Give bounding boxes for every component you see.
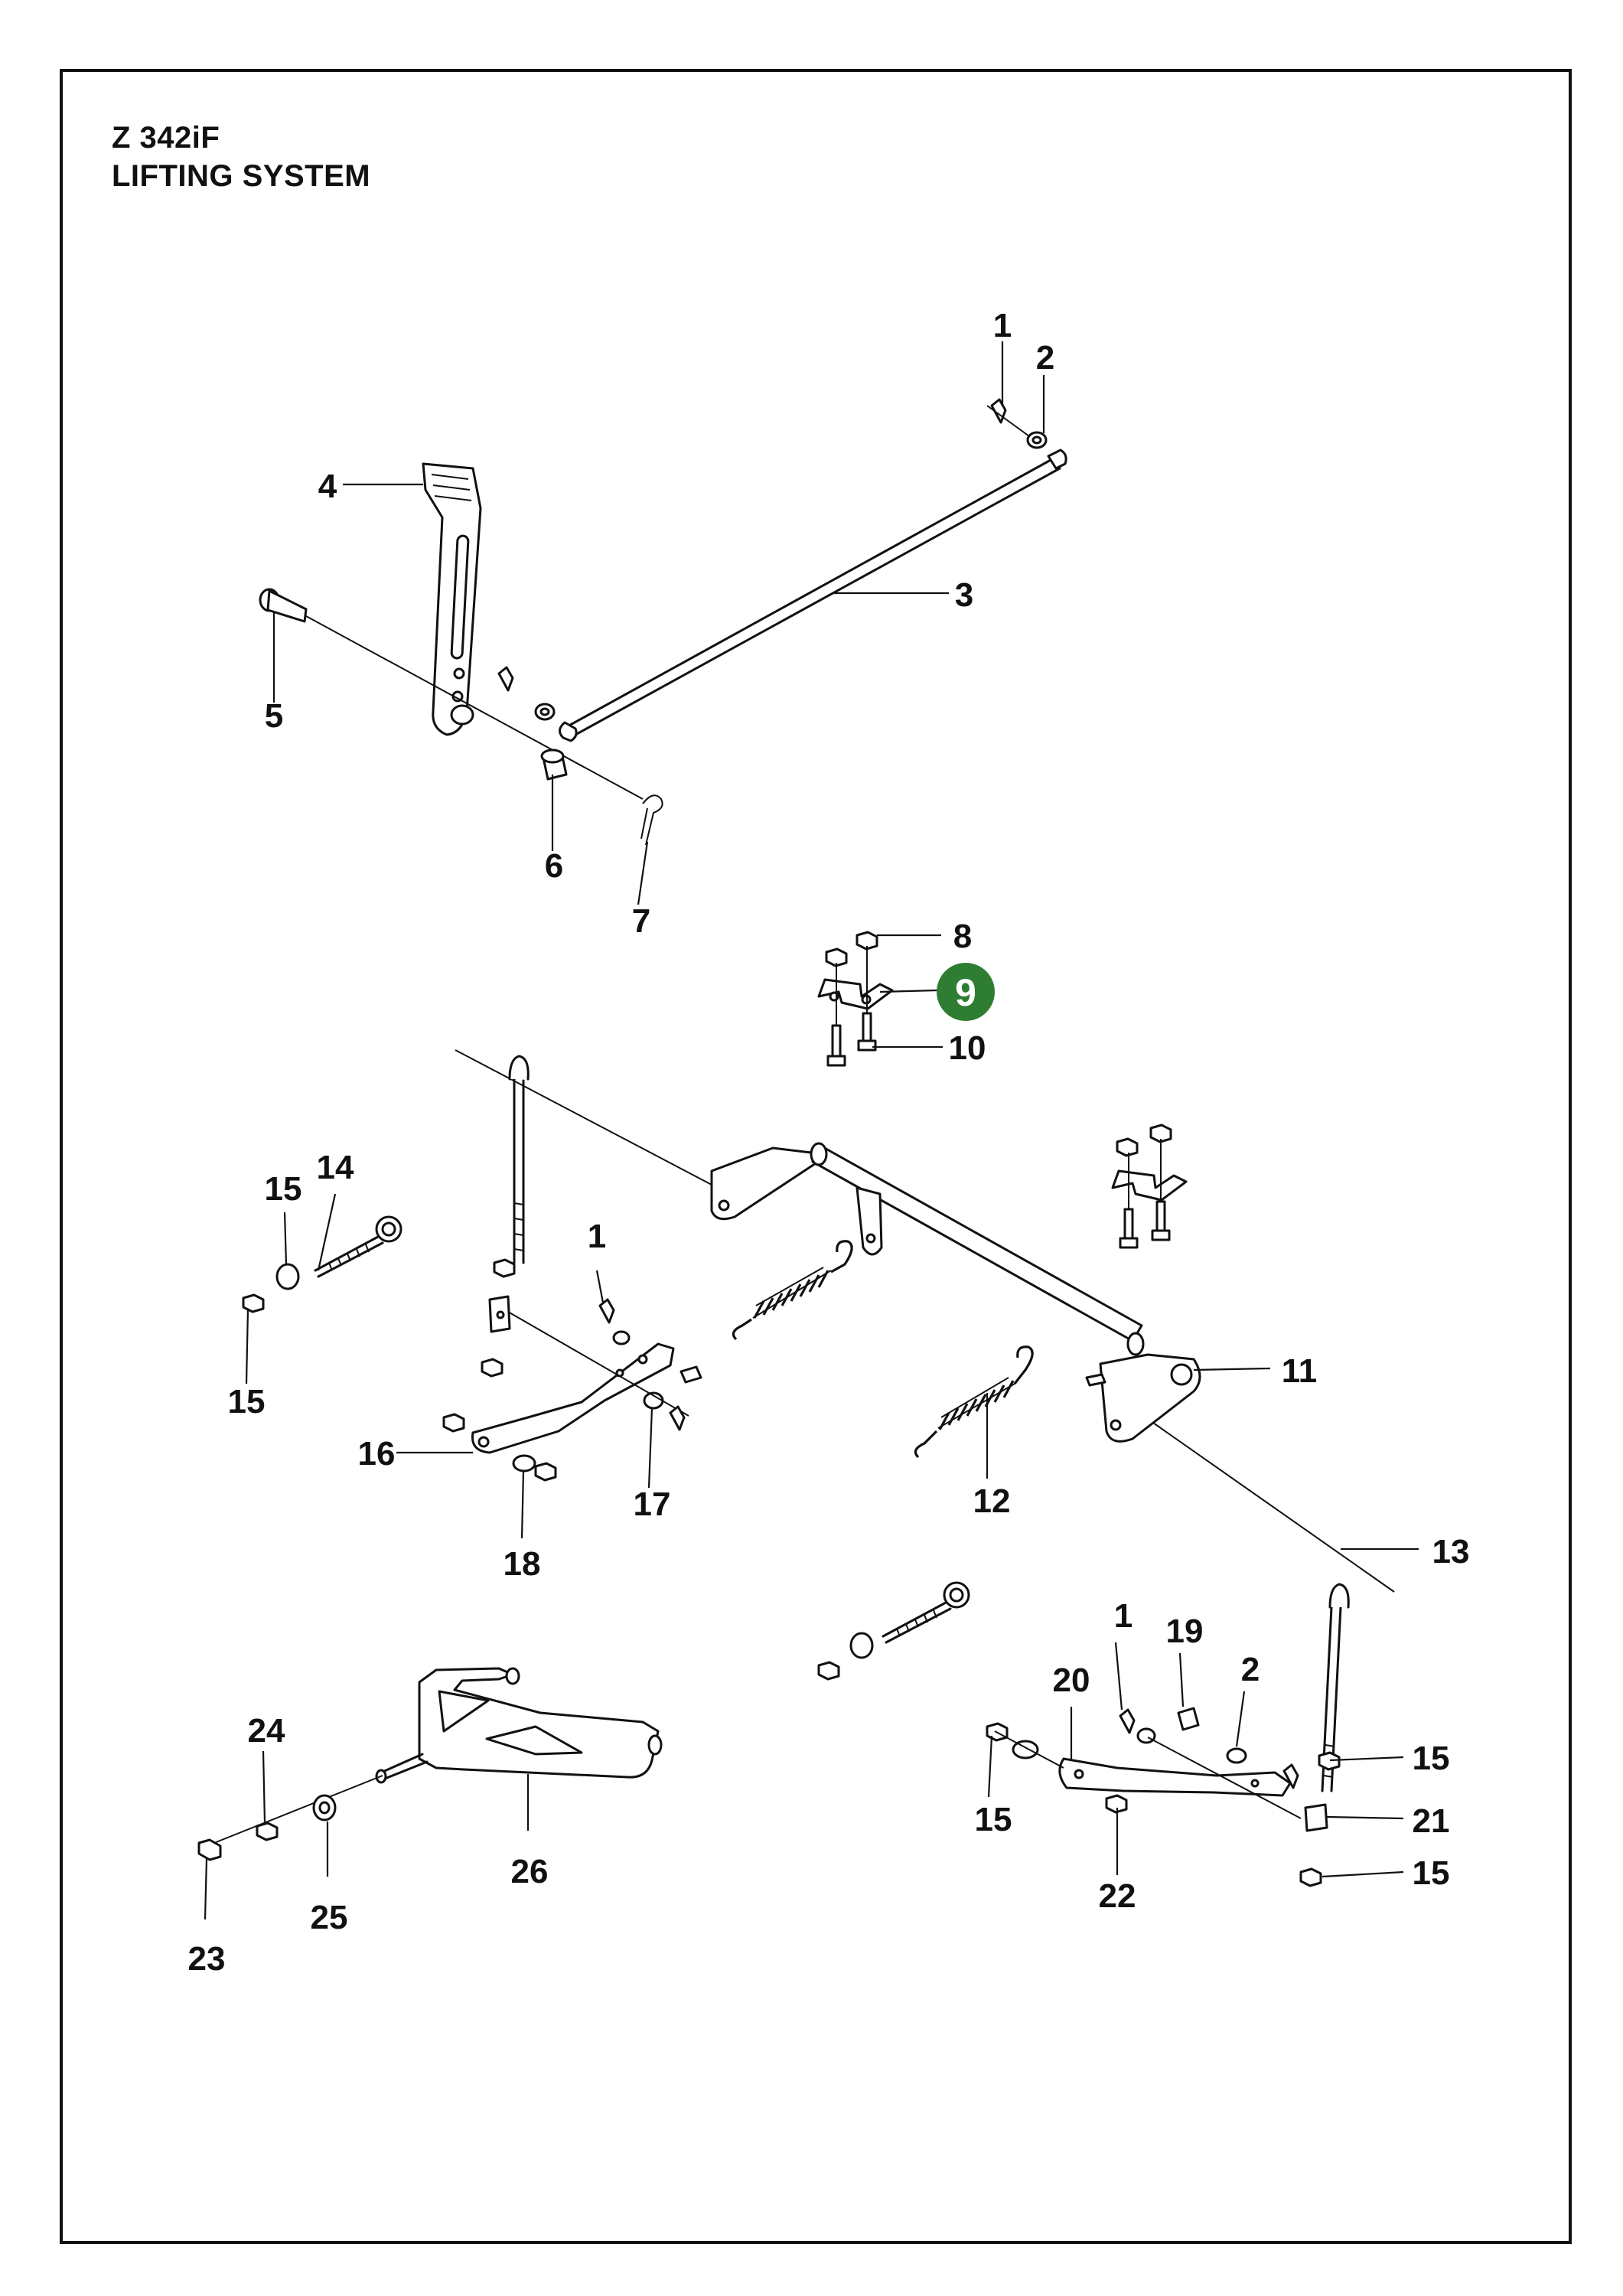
part-clip-pin-mid (497, 666, 514, 692)
callout-3: 3 (955, 576, 973, 614)
part-bracket-highlighted (817, 978, 894, 1010)
callout-10: 10 (949, 1029, 986, 1067)
callout-11: 11 (1282, 1352, 1318, 1390)
callout-1-right: 1 (1114, 1597, 1133, 1635)
part-flange-nut-left (825, 947, 848, 967)
diagram-frame (60, 69, 1572, 2244)
part-lift-link-left (481, 1055, 530, 1378)
callout-24: 24 (248, 1712, 285, 1750)
part-washer-upper (1026, 431, 1048, 449)
part-lift-pedal (422, 462, 482, 736)
part-pin-17 (680, 1365, 702, 1384)
callout-21: 21 (1413, 1802, 1450, 1840)
assembly-lines-right (994, 1730, 1302, 1819)
part-lift-link-right (1299, 1583, 1350, 1887)
callout-14: 14 (317, 1149, 354, 1186)
assembly-line-shaft-left (455, 1049, 712, 1186)
callout-18: 18 (504, 1545, 541, 1583)
callout-26: 26 (511, 1853, 549, 1890)
callout-19: 19 (1166, 1613, 1204, 1650)
part-washer-arm-left (512, 1454, 536, 1473)
assembly-line-pin-washer (986, 405, 1030, 437)
callout-5: 5 (265, 697, 283, 735)
part-washer-mid (534, 703, 556, 721)
part-link-rod (559, 448, 1067, 742)
part-hair-pin (640, 794, 663, 846)
part-eyebolt-left (314, 1215, 402, 1278)
callout-17: 17 (634, 1486, 671, 1523)
callout-22: 22 (1099, 1877, 1136, 1915)
callout-2-right: 2 (1241, 1651, 1260, 1688)
callout-9-highlighted: 9 (937, 963, 995, 1021)
part-nut-24 (256, 1821, 279, 1841)
part-flange-nut-right (855, 931, 878, 951)
callout-6: 6 (545, 847, 563, 885)
callout-labels: 1 2 3 4 5 6 7 8 9 10 11 12 13 14 15 15 1… (188, 307, 1470, 1978)
part-pivot-pin (259, 588, 308, 623)
callout-9: 9 (955, 971, 976, 1014)
part-cotter-left (598, 1298, 686, 1431)
callout-8: 8 (953, 918, 972, 955)
part-lift-arm-right (1058, 1757, 1292, 1797)
callout-15-right-arm: 15 (975, 1801, 1012, 1838)
part-lift-arm-left (471, 1342, 675, 1454)
callout-1-top: 1 (993, 307, 1012, 344)
assembly-line-stabilizer (206, 1775, 383, 1847)
part-extension-spring-lower (914, 1345, 1034, 1459)
part-bolt-left (826, 1024, 846, 1067)
part-lift-shaft (710, 1142, 1201, 1443)
part-bolt-right (857, 1012, 877, 1052)
highlight-marker (937, 963, 995, 1021)
callout-16: 16 (358, 1435, 396, 1473)
leader-lines (204, 341, 1419, 1920)
callout-7: 7 (632, 902, 650, 940)
callout-15-lower-left: 15 (228, 1383, 266, 1420)
part-carriage-bolt-left (442, 1413, 465, 1433)
diagram-model-title: Z 342iF (112, 121, 220, 155)
callout-2-top: 2 (1036, 339, 1054, 377)
assembly-line-pivot (305, 615, 644, 800)
callout-15-right-lower: 15 (1413, 1854, 1450, 1892)
diagram-section-title: LIFTING SYSTEM (112, 159, 371, 193)
part-extension-spring-upper (732, 1240, 853, 1341)
part-pin-shaft (1085, 1373, 1106, 1387)
callout-15-upper-left: 15 (265, 1170, 302, 1208)
part-eyebolt-right (817, 1581, 970, 1681)
callout-23: 23 (188, 1940, 226, 1978)
callout-13: 13 (1432, 1533, 1470, 1570)
part-deck-stabilizer (375, 1667, 663, 1784)
callout-20: 20 (1053, 1662, 1090, 1699)
part-nut-arm-left (534, 1462, 557, 1482)
callout-1-left: 1 (588, 1218, 606, 1255)
callout-4: 4 (318, 468, 337, 505)
part-nut-23 (197, 1838, 222, 1861)
assembly-lines-bracket (836, 946, 868, 1026)
callout-12: 12 (973, 1482, 1011, 1520)
callout-25: 25 (311, 1899, 348, 1936)
assembly-line-arm-left (507, 1311, 689, 1417)
part-hex-nut-left (275, 1263, 300, 1290)
part-hardware-right (986, 1707, 1299, 1814)
part-bushing (540, 748, 568, 781)
part-lock-nut-left (242, 1293, 265, 1313)
part-spacer-25 (312, 1794, 337, 1821)
callout-15-right-upper: 15 (1413, 1740, 1450, 1777)
part-bracket-installed (1111, 1124, 1188, 1249)
